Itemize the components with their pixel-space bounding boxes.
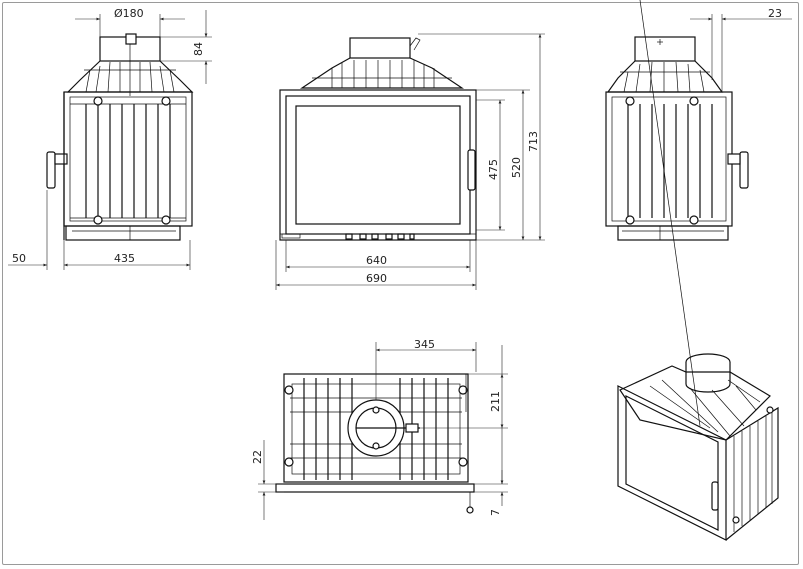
front-view: 475 520 713 640 690: [275, 33, 545, 290]
dim-right-offset: 23: [768, 7, 782, 20]
dim-offset: 50: [12, 252, 26, 265]
dim-inner-width: 640: [366, 254, 387, 267]
right-side-view: 23: [605, 7, 792, 241]
front-handle: [467, 149, 476, 191]
top-view: 345 211 7 22: [251, 338, 508, 520]
front-flue-collar: [349, 37, 411, 59]
dim-top-flue-y: 211: [489, 391, 502, 412]
dim-glass-height: 475: [487, 159, 500, 180]
dim-frame-thickness: 7: [489, 509, 502, 516]
dim-depth: 435: [114, 252, 135, 265]
iso-handle: [711, 481, 719, 511]
dim-flue-diameter: Ø180: [114, 7, 144, 20]
left-side-view: Ø180 84 50 435: [8, 7, 212, 270]
iso-door-frame: [617, 385, 727, 541]
right-flue-collar: [634, 36, 696, 62]
left-body: [63, 91, 193, 227]
right-handle: [739, 151, 749, 189]
dim-collar-height: 84: [192, 42, 205, 56]
top-front-frame: [275, 483, 475, 493]
isometric-view: [617, 0, 779, 541]
front-door-frame: [279, 89, 477, 241]
dim-depth-offset: 22: [251, 450, 264, 464]
front-glass: [295, 105, 461, 225]
dim-outer-width: 690: [366, 272, 387, 285]
iso-glass: [625, 395, 719, 531]
left-handle: [46, 151, 56, 189]
dim-total-height: 713: [527, 131, 540, 152]
front-top-hood: [300, 57, 464, 89]
dim-frame-height: 520: [510, 157, 523, 178]
dim-top-flue-x: 345: [414, 338, 435, 351]
iso-top-hood: [619, 365, 771, 441]
